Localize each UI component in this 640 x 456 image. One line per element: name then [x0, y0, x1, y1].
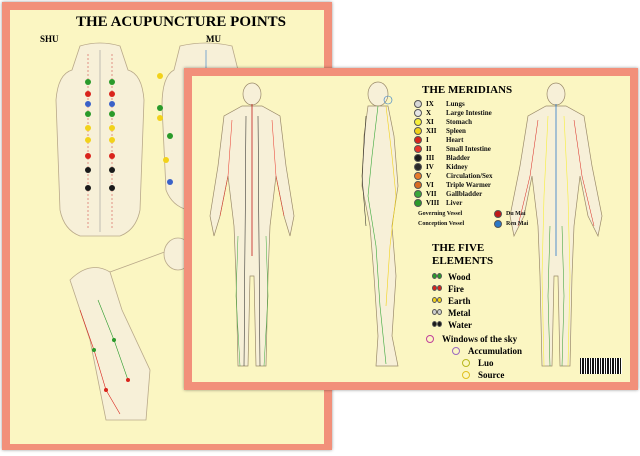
vessel-color-dot — [494, 210, 502, 218]
point-type-name: Accumulation — [468, 346, 522, 356]
meridian-item: XII Spleen — [414, 127, 466, 135]
element-item: Water — [432, 319, 472, 330]
meridian-numeral: IV — [426, 163, 434, 171]
meridian-color-dot — [414, 163, 422, 171]
meridian-numeral: XI — [426, 118, 434, 126]
meridian-item: X Large Intestine — [414, 109, 492, 117]
point-type-item: Windows of the sky — [426, 334, 517, 344]
element-name: Wood — [448, 271, 471, 282]
vessel-item: Conception Vessel Ren Mai — [418, 220, 528, 228]
meridian-name: Lungs — [446, 100, 465, 108]
meridian-numeral: I — [426, 136, 429, 144]
meridian-name: Large Intestine — [446, 109, 492, 117]
meridian-color-dot — [414, 154, 422, 162]
point-type-item: Luo — [462, 358, 494, 368]
vessel-color-dot — [494, 220, 502, 228]
meridian-numeral: XII — [426, 127, 437, 135]
element-color-dots — [432, 320, 442, 329]
element-color-dots — [432, 296, 442, 305]
meridian-name: Stomach — [446, 118, 473, 126]
point-type-ring — [462, 359, 470, 367]
element-color-dots — [432, 308, 442, 317]
meridian-color-dot — [414, 127, 422, 135]
element-name: Earth — [448, 295, 471, 306]
meridian-color-dot — [414, 199, 422, 207]
meridian-color-dot — [414, 109, 422, 117]
meridian-numeral: III — [426, 154, 435, 162]
meridian-item: II Small Intestine — [414, 145, 491, 153]
meridian-item: VII Gallbladder — [414, 190, 482, 198]
meridian-item: VI Triple Warmer — [414, 181, 491, 189]
point-type-name: Source — [478, 370, 505, 380]
meridian-name: Spleen — [446, 127, 466, 135]
meridian-name: Liver — [446, 199, 463, 207]
element-item: Fire — [432, 283, 464, 294]
meridian-numeral: VII — [426, 190, 437, 198]
vessel-name: Governing Vessel — [418, 211, 463, 217]
back-view-figure — [209, 82, 295, 367]
meridian-numeral: VI — [426, 181, 434, 189]
side-view-figure — [361, 81, 399, 367]
element-name: Water — [448, 319, 472, 330]
meridian-name: Small Intestine — [446, 145, 491, 153]
meridian-item: IV Kidney — [414, 163, 468, 171]
meridian-name: Heart — [446, 136, 464, 144]
element-name: Metal — [448, 307, 471, 318]
five-elements-title: THE FIVE ELEMENTS — [432, 242, 494, 267]
point-type-item: Source — [462, 370, 504, 380]
meridian-numeral: II — [426, 145, 432, 153]
shu-label: SHU — [40, 34, 59, 44]
meridian-name: Circulation/Sex — [446, 172, 493, 180]
mu-label: MU — [206, 34, 221, 44]
point-type-ring — [462, 371, 470, 379]
point-type-name: Windows of the sky — [442, 334, 518, 344]
point-type-ring — [452, 347, 460, 355]
barcode-graphic — [580, 358, 622, 374]
point-type-name: Luo — [478, 358, 494, 368]
lower-notes — [120, 340, 180, 436]
front-view-figure — [509, 82, 603, 367]
meridian-item: I Heart — [414, 136, 464, 144]
vessel-short-name: Du Mai — [506, 211, 526, 217]
meridian-name: Gallbladder — [446, 190, 483, 198]
meridian-item: V Circulation/Sex — [414, 172, 493, 180]
arm-notes — [14, 272, 58, 432]
body-figures-illustration — [209, 81, 603, 367]
element-item: Wood — [432, 271, 471, 282]
meridian-color-dot — [414, 100, 422, 108]
meridian-color-dot — [414, 145, 422, 153]
vessel-name: Conception Vessel — [418, 221, 465, 227]
point-type-item: Accumulation — [452, 346, 522, 356]
point-type-ring — [426, 335, 434, 343]
element-color-dots — [432, 272, 442, 281]
element-color-dots — [432, 284, 442, 293]
meridian-numeral: IX — [426, 100, 434, 108]
meridian-numeral: X — [426, 109, 432, 117]
element-item: Earth — [432, 295, 471, 306]
back-left-notes — [12, 46, 50, 166]
meridian-color-dot — [414, 190, 422, 198]
element-name: Fire — [448, 283, 464, 294]
meridian-color-dot — [414, 136, 422, 144]
meridian-item: III Bladder — [414, 154, 470, 162]
meridian-item: XI Stomach — [414, 118, 472, 126]
meridian-name: Triple Warmer — [446, 181, 492, 189]
meridian-numeral: VIII — [426, 199, 440, 207]
meridian-item: VIII Liver — [414, 199, 462, 207]
meridian-color-dot — [414, 181, 422, 189]
meridian-item: IX Lungs — [414, 100, 465, 108]
vessel-short-name: Ren Mai — [506, 221, 529, 227]
element-item: Metal — [432, 307, 471, 318]
meridian-name: Kidney — [446, 163, 468, 171]
meridian-color-dot — [414, 172, 422, 180]
meridian-color-dot — [414, 118, 422, 126]
vessel-item: Governing Vessel Du Mai — [418, 210, 526, 218]
chart-title: THE ACUPUNCTURE POINTS — [76, 14, 287, 30]
meridians-title: THE MERIDIANS — [422, 84, 513, 96]
meridian-numeral: V — [426, 172, 432, 180]
meridian-name: Bladder — [446, 154, 471, 162]
